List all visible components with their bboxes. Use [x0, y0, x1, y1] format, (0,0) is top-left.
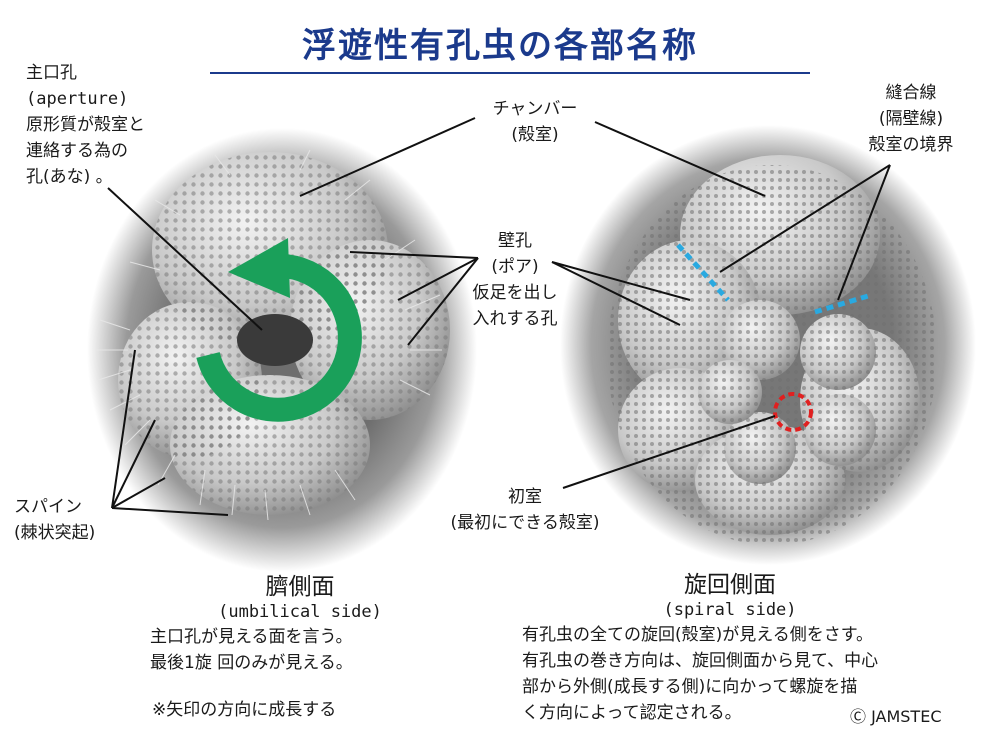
- label-chamber: チャンバー (殻室): [470, 96, 600, 148]
- aperture-opening: [237, 314, 313, 366]
- growth-direction-note: ※矢印の方向に成長する: [152, 700, 337, 720]
- leader-spine-3: [111, 477, 166, 509]
- label-proloculus-line2: (最初にできる殻室): [450, 513, 600, 533]
- label-aperture-line4: 連絡する為の: [26, 141, 128, 161]
- leader-aperture: [107, 187, 263, 331]
- spiral-side-description: 有孔虫の全ての旋回(殻室)が見える側をさす。 有孔虫の巻き方向は、旋回側面から見…: [522, 622, 878, 726]
- spiral-side-title: 旋回側面: [684, 572, 776, 598]
- leader-suture-b: [837, 164, 891, 301]
- leader-suture-a: [719, 164, 891, 273]
- label-aperture-line3: 原形質が殻室と: [26, 115, 145, 135]
- label-suture-line1: 縫合線: [885, 83, 937, 103]
- title-underline: [210, 72, 810, 74]
- label-spine-line1: スパイン: [14, 497, 82, 517]
- label-aperture-line2: (aperture): [26, 89, 129, 109]
- leader-lines: [107, 117, 891, 516]
- label-suture-line2: (隔壁線): [878, 109, 944, 129]
- leader-pore-2: [397, 257, 479, 301]
- leader-spine-2: [111, 419, 156, 509]
- spiral-specimen: [560, 125, 976, 565]
- leader-pore-4: [551, 261, 691, 301]
- copyright: Ⓒ JAMSTEC: [850, 707, 942, 726]
- page-title: 浮遊性有孔虫の各部名称: [302, 26, 698, 66]
- leader-chamber-left: [299, 117, 476, 197]
- spiral-desc-line2: 有孔虫の巻き方向は、旋回側面から見て、中心: [522, 651, 879, 671]
- spine-bristles: [96, 149, 442, 521]
- growth-direction-arrow: [196, 253, 362, 422]
- spiral-side-subtitle: (spiral side): [663, 600, 797, 620]
- label-proloculus: 初室 (最初にできる殻室): [430, 484, 620, 536]
- umbilical-desc-line2: 最後1旋 回のみが見える。: [150, 653, 353, 673]
- label-chamber-line1: チャンバー: [492, 99, 578, 119]
- label-spine: スパイン (棘状突起): [14, 494, 95, 546]
- suture-marker-left: [676, 243, 730, 302]
- leader-proloculus: [562, 415, 776, 489]
- leader-spine-1: [111, 349, 136, 509]
- label-spine-line2: (棘状突起): [14, 523, 96, 543]
- umbilical-side-title: 臍側面: [265, 574, 335, 600]
- spiral-desc-line1: 有孔虫の全ての旋回(殻室)が見える側をさす。: [522, 625, 874, 645]
- umbilical-specimen: [87, 128, 477, 572]
- label-pore-line4: 入れする孔: [472, 309, 558, 329]
- umbilical-side-subtitle: (umbilical side): [218, 602, 382, 622]
- label-pore-line1: 壁孔: [498, 231, 532, 251]
- umbilical-chamber-bottom-tex: [170, 375, 370, 515]
- label-suture: 縫合線 (隔壁線) 殻室の境界: [846, 80, 976, 158]
- leader-spine-4: [111, 507, 229, 516]
- leader-pore-3: [407, 257, 479, 346]
- umbilical-side-description: 主口孔が見える面を言う。 最後1旋 回のみが見える。: [150, 624, 353, 676]
- label-proloculus-line1: 初室: [508, 487, 542, 507]
- growth-arrow-head: [228, 238, 290, 298]
- label-chamber-line2: (殻室): [511, 125, 559, 145]
- label-aperture-line5: 孔(あな) 。: [26, 167, 113, 187]
- suture-marker-right: [814, 293, 869, 315]
- leader-pore-5: [551, 261, 681, 326]
- label-pore-line3: 仮足を出し: [472, 283, 558, 303]
- leader-chamber-right: [594, 121, 766, 197]
- label-pore: 壁孔 (ポア) 仮足を出し 入れする孔: [455, 228, 575, 332]
- label-pore-line2: (ポア): [491, 257, 539, 277]
- label-aperture-line1: 主口孔: [26, 63, 77, 83]
- label-suture-line3: 殻室の境界: [868, 135, 954, 155]
- proloculus-marker: [773, 392, 813, 432]
- spiral-desc-line4: く方向によって認定される。: [522, 703, 742, 723]
- label-aperture: 主口孔 (aperture) 原形質が殻室と 連絡する為の 孔(あな) 。: [26, 60, 145, 190]
- leader-pore-1: [349, 251, 479, 259]
- spiral-texture: [607, 165, 937, 545]
- spiral-desc-line3: 部から外側(成長する側)に向かって螺旋を描: [522, 677, 858, 697]
- umbilical-desc-line1: 主口孔が見える面を言う。: [150, 627, 353, 647]
